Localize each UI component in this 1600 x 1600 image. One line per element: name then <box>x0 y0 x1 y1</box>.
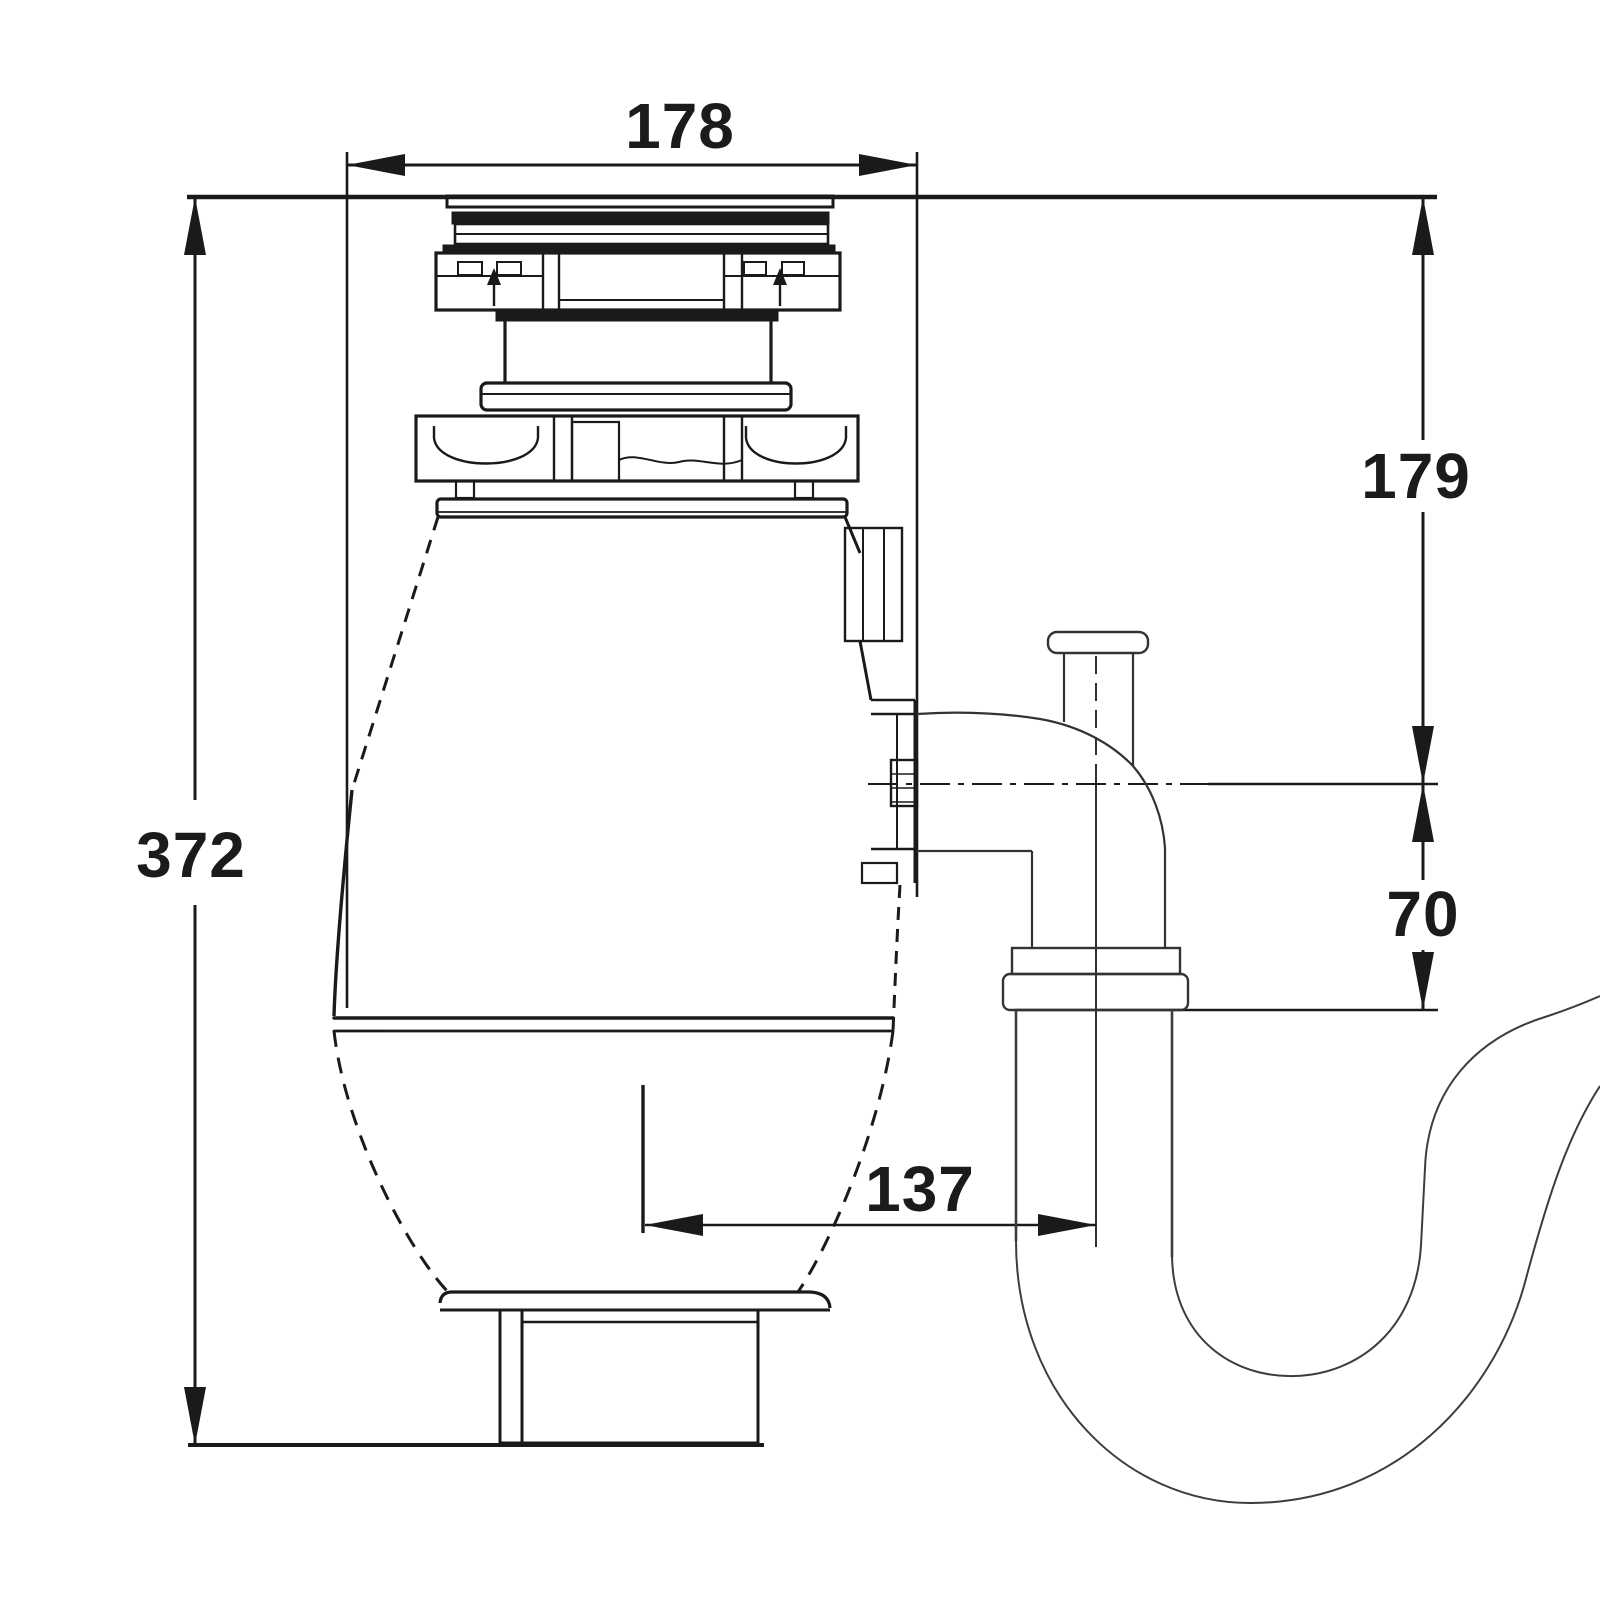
mounting-ring-lower <box>414 414 860 519</box>
support-tab-left <box>454 479 476 500</box>
dim-label-width: 178 <box>625 90 735 162</box>
outlet-bolt-threads <box>891 773 917 803</box>
dimension-70: 70 <box>1386 784 1459 1010</box>
base-housing <box>498 1310 760 1445</box>
bayonet-cup-right <box>744 426 848 465</box>
p-trap <box>1014 995 1600 1505</box>
housing-right-edge-mid <box>858 640 873 701</box>
slip-nut <box>1001 972 1190 1012</box>
dimension-179: 179 <box>1361 197 1471 784</box>
arrowhead-left-icon <box>347 154 405 176</box>
tailpiece-pipe <box>1062 653 1135 766</box>
arrowhead-right-icon <box>1038 1214 1096 1236</box>
arrowhead-right-icon <box>859 154 917 176</box>
sink-flange <box>442 194 836 253</box>
tailpiece-flange-cap <box>1046 630 1150 655</box>
elbow-top-contour <box>916 711 1134 767</box>
dim-label-top-to-outlet: 179 <box>1361 440 1471 512</box>
screw-arrow-icon <box>487 268 501 285</box>
mount-clip <box>781 261 805 276</box>
housing-left-edge <box>332 789 354 1017</box>
arrowhead-down-icon <box>1412 952 1434 1010</box>
arrowhead-left-icon <box>645 1214 703 1236</box>
outlet-bracket-top <box>871 698 915 716</box>
outlet-bolt <box>889 758 919 808</box>
flange-top-disc <box>445 194 835 209</box>
arrowhead-up-icon <box>184 197 206 255</box>
bayonet-cup-left <box>432 426 540 465</box>
neck-step-collar <box>479 381 793 412</box>
bell-left-edge <box>332 1030 450 1294</box>
neck-cylinder <box>503 321 773 383</box>
elbow-right-contour <box>1132 765 1167 948</box>
top-plate <box>435 497 849 519</box>
grind-chamber <box>332 1030 895 1312</box>
neck <box>479 309 793 412</box>
housing-right-edge-top <box>843 516 862 554</box>
mount-ring-walls <box>541 253 744 310</box>
bell-right-edge <box>796 1030 895 1293</box>
dim-label-height: 372 <box>136 819 246 891</box>
mount-clip <box>743 261 767 276</box>
arrowhead-down-icon <box>184 1387 206 1445</box>
arrowhead-up-icon <box>1412 784 1434 842</box>
dimension-width-178: 178 <box>347 90 917 176</box>
tailpiece <box>1046 630 1150 766</box>
outlet-lower-step <box>860 861 899 885</box>
discharge-elbow <box>916 711 1190 1012</box>
mount-clip <box>457 261 483 276</box>
dim-label-outlet-to-trap: 70 <box>1386 878 1459 950</box>
upper-housing <box>332 516 904 1033</box>
screw-arrow-icon <box>773 268 787 285</box>
trap-outer-curve <box>1015 1085 1600 1505</box>
housing-left-edge-hidden <box>350 516 440 791</box>
mount-clip <box>496 261 522 276</box>
gasket-squiggle <box>618 456 743 465</box>
support-tab-right <box>793 479 815 500</box>
dishwasher-inlet-stub <box>843 526 904 643</box>
dishwasher-inlet-ribs <box>862 528 885 641</box>
base-box-walls <box>498 1310 760 1443</box>
arrowhead-down-icon <box>1412 726 1434 784</box>
flange-gasket-band <box>442 244 836 253</box>
trap-inner-curve <box>1171 995 1600 1378</box>
mounting-ring-upper <box>434 251 842 312</box>
lower-ring-walls <box>552 416 744 481</box>
elbow-bottom-contour <box>917 849 1034 948</box>
arrowhead-up-icon <box>1412 197 1434 255</box>
neck-collar <box>495 309 779 322</box>
housing-right-edge-lower <box>891 884 902 1032</box>
dim-label-axis-to-trap: 137 <box>865 1153 975 1225</box>
flange-seal-band <box>451 211 830 225</box>
ring-center-block <box>570 420 621 483</box>
reference-lines <box>187 152 1438 1447</box>
discharge-outlet <box>860 698 919 1032</box>
lower-ring-body <box>414 414 860 483</box>
dimension-137: 137 <box>645 1153 1096 1236</box>
bell-rim-upper <box>438 1290 832 1309</box>
dimension-height-372: 372 <box>136 197 246 1445</box>
